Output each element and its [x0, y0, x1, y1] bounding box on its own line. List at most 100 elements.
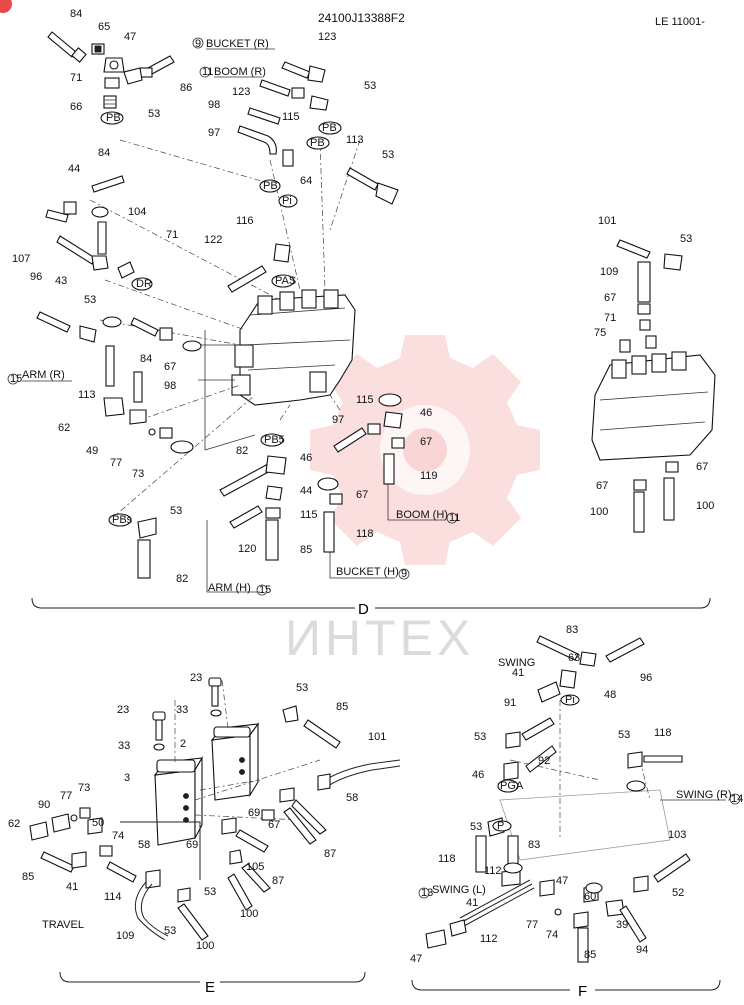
- f-part-labels: 83 41 63 96 91 48 53 92 53 118 46 103 53…: [410, 624, 686, 965]
- fitting-67-mid: [159, 327, 173, 341]
- fitting-44-left: [63, 201, 77, 215]
- hose-105-e: [283, 807, 317, 845]
- view-d-bracket-right: [375, 597, 711, 609]
- e-part-labels: 23 23 33 33 53 85 101 2 3 58 73 77 50 90…: [8, 672, 386, 952]
- port-tag-pb-f: [626, 780, 646, 792]
- hose-101-e: [321, 759, 401, 783]
- f-label: 60: [584, 891, 596, 903]
- port-tag-pb-4-text: PB: [263, 180, 278, 192]
- d-label: 86: [180, 82, 192, 94]
- hose-82-mid: [219, 463, 273, 497]
- bolt-23-right: [208, 677, 222, 707]
- port-tag-pbs: [108, 513, 132, 527]
- elbow-53-left: [79, 325, 97, 343]
- elbow-53-f-a: [505, 731, 521, 749]
- d-label: 44: [300, 485, 312, 497]
- caption-arm-r-circle: [7, 373, 19, 385]
- d-label: 123: [232, 86, 250, 98]
- fitting-116: [273, 243, 291, 263]
- hose-119: [383, 453, 395, 485]
- port-tag-pbs-text: PBs: [112, 514, 133, 526]
- d-label: 67: [596, 480, 608, 492]
- hose-87-e-mid: [235, 829, 269, 853]
- port-tag-pb-2-text: PB: [322, 122, 337, 134]
- d-label: 75: [594, 327, 606, 339]
- f-label: 53: [618, 729, 630, 741]
- d-label: 115: [282, 111, 300, 123]
- d-label: 109: [600, 266, 618, 278]
- caption-bucket-r-circle: [192, 37, 204, 49]
- d-label: 46: [300, 452, 312, 464]
- e-label: 87: [272, 875, 284, 887]
- port-tag-dr-text: DR: [136, 278, 152, 290]
- port-tag-pb-9: [378, 393, 402, 407]
- hose-85-e-left: [40, 851, 75, 873]
- caption-swing-41: SWING: [498, 657, 535, 669]
- fitting-73-e: [79, 807, 91, 819]
- hose-103: [653, 853, 691, 883]
- d-label: 77: [110, 457, 122, 469]
- elbow-53-inset: [663, 253, 683, 271]
- f-label: 53: [474, 731, 486, 743]
- d-label: 64: [300, 175, 312, 187]
- e-label: 100: [196, 940, 214, 952]
- d-label: 53: [148, 108, 160, 120]
- fitting-73: [159, 427, 173, 439]
- caption-arm-r-num: 15: [10, 373, 22, 385]
- d-label: 53: [170, 505, 182, 517]
- e-label: 100: [240, 908, 258, 920]
- watermark-logo: [310, 335, 540, 565]
- e-label: 73: [78, 782, 90, 794]
- f-label: 85: [584, 949, 596, 961]
- fitting-90: [51, 813, 71, 833]
- e-label: 105: [246, 861, 264, 873]
- port-tag-p-f-text: P: [497, 820, 504, 832]
- f-label: 118: [654, 727, 672, 739]
- fitting-84-left-a: [45, 209, 69, 223]
- d-label: 98: [208, 99, 220, 111]
- d-label: 84: [98, 147, 110, 159]
- fitting-71-top: [104, 77, 120, 89]
- fitting-83-top: [579, 651, 597, 667]
- d-label: 104: [128, 206, 146, 218]
- view-d-label: D: [358, 601, 369, 618]
- f-label: 77: [526, 919, 538, 931]
- hose-98-left: [133, 371, 143, 403]
- hose-92: [525, 745, 557, 773]
- hose-113-left: [105, 345, 115, 387]
- d-label: 71: [166, 229, 178, 241]
- d-label: 116: [236, 215, 254, 227]
- f-label: 92: [538, 755, 550, 767]
- d-label: 115: [356, 394, 374, 406]
- d-label: 67: [604, 292, 616, 304]
- fitting-44-mid: [265, 485, 283, 501]
- d-label: 66: [70, 101, 82, 113]
- hose-101-inset: [616, 239, 651, 259]
- elbow-53-e-mid: [229, 849, 243, 865]
- hose-100-e-right: [227, 873, 253, 911]
- d-label: 113: [78, 389, 96, 401]
- hose-97-lower: [333, 427, 367, 453]
- d-label: 67: [420, 436, 432, 448]
- fitting-58-e-left: [145, 869, 161, 889]
- view-f-bracket-left: [411, 979, 570, 991]
- hose-120: [229, 505, 263, 529]
- caption-swing-r: SWING (R): [676, 789, 732, 801]
- elbow-53-right: [375, 182, 399, 205]
- elbow-53-lower: [309, 95, 329, 111]
- corner-badge-icon: [0, 0, 12, 13]
- f-label: 74: [546, 929, 558, 941]
- hose-85-mid: [265, 519, 279, 561]
- e-label: 41: [66, 881, 78, 893]
- washer-33-right: [210, 709, 222, 717]
- port-tag-dr: [131, 277, 153, 291]
- d-label: 67: [696, 461, 708, 473]
- d-label: 97: [208, 127, 220, 139]
- port-tag-pb-5: [91, 206, 109, 218]
- fitting-84-mid: [130, 317, 159, 337]
- fitting-43-b: [117, 261, 135, 279]
- port-tag-pb-4: [259, 179, 281, 193]
- elbow-53-e-top: [282, 705, 299, 723]
- f-label: 83: [528, 839, 540, 851]
